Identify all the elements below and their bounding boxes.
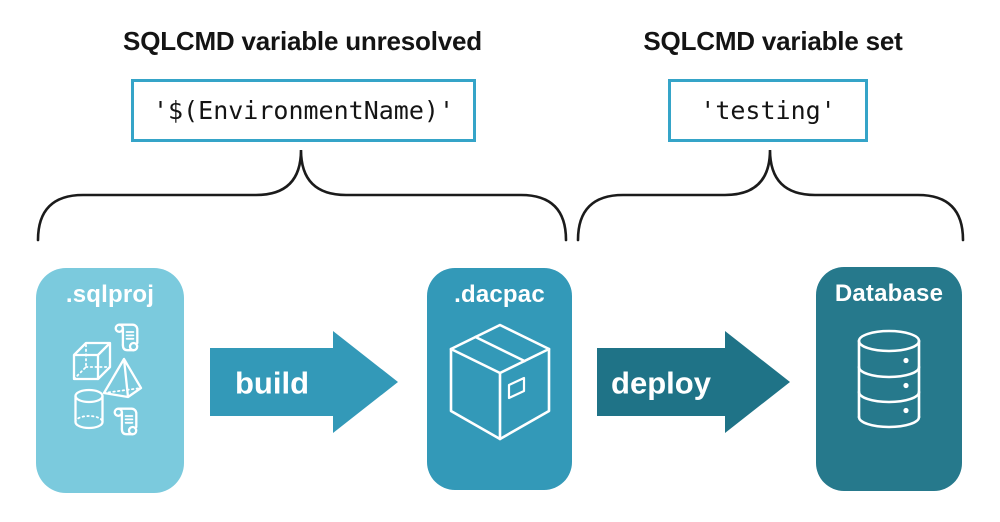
dacpac-label: .dacpac [454, 281, 545, 308]
build-arrow-label: build [235, 366, 309, 401]
code-environment-variable: '$(EnvironmentName)' [152, 96, 455, 125]
dacpac-card: .dacpac [427, 268, 572, 490]
sqlproj-label: .sqlproj [65, 281, 155, 308]
pyramid-icon [102, 357, 143, 399]
cylinder-icon [74, 388, 104, 430]
cube-icon [72, 341, 112, 381]
sql-objects-icon-cluster [72, 323, 143, 436]
sqlproj-card: .sqlproj [36, 268, 184, 493]
database-card: Database [816, 267, 962, 491]
heading-set: SQLCMD variable set [643, 26, 903, 56]
build-arrow: build [210, 331, 398, 433]
build-arrow-shape [210, 331, 398, 433]
right-brace [576, 149, 965, 242]
package-box-icon [449, 323, 551, 441]
deploy-arrow-label: deploy [611, 366, 712, 401]
code-testing-value: 'testing' [700, 96, 836, 125]
deploy-arrow-shape [597, 331, 790, 433]
left-brace [36, 149, 568, 242]
scroll-icon [113, 407, 138, 436]
heading-unresolved: SQLCMD variable unresolved [123, 26, 482, 56]
code-box-environment-variable: '$(EnvironmentName)' [131, 79, 476, 142]
database-label: Database [834, 280, 944, 307]
code-box-testing-value: 'testing' [668, 79, 868, 142]
scroll-icon [114, 323, 139, 352]
brace-group [36, 149, 965, 242]
deploy-arrow: deploy [597, 331, 790, 433]
database-cylinder-icon [857, 329, 921, 429]
